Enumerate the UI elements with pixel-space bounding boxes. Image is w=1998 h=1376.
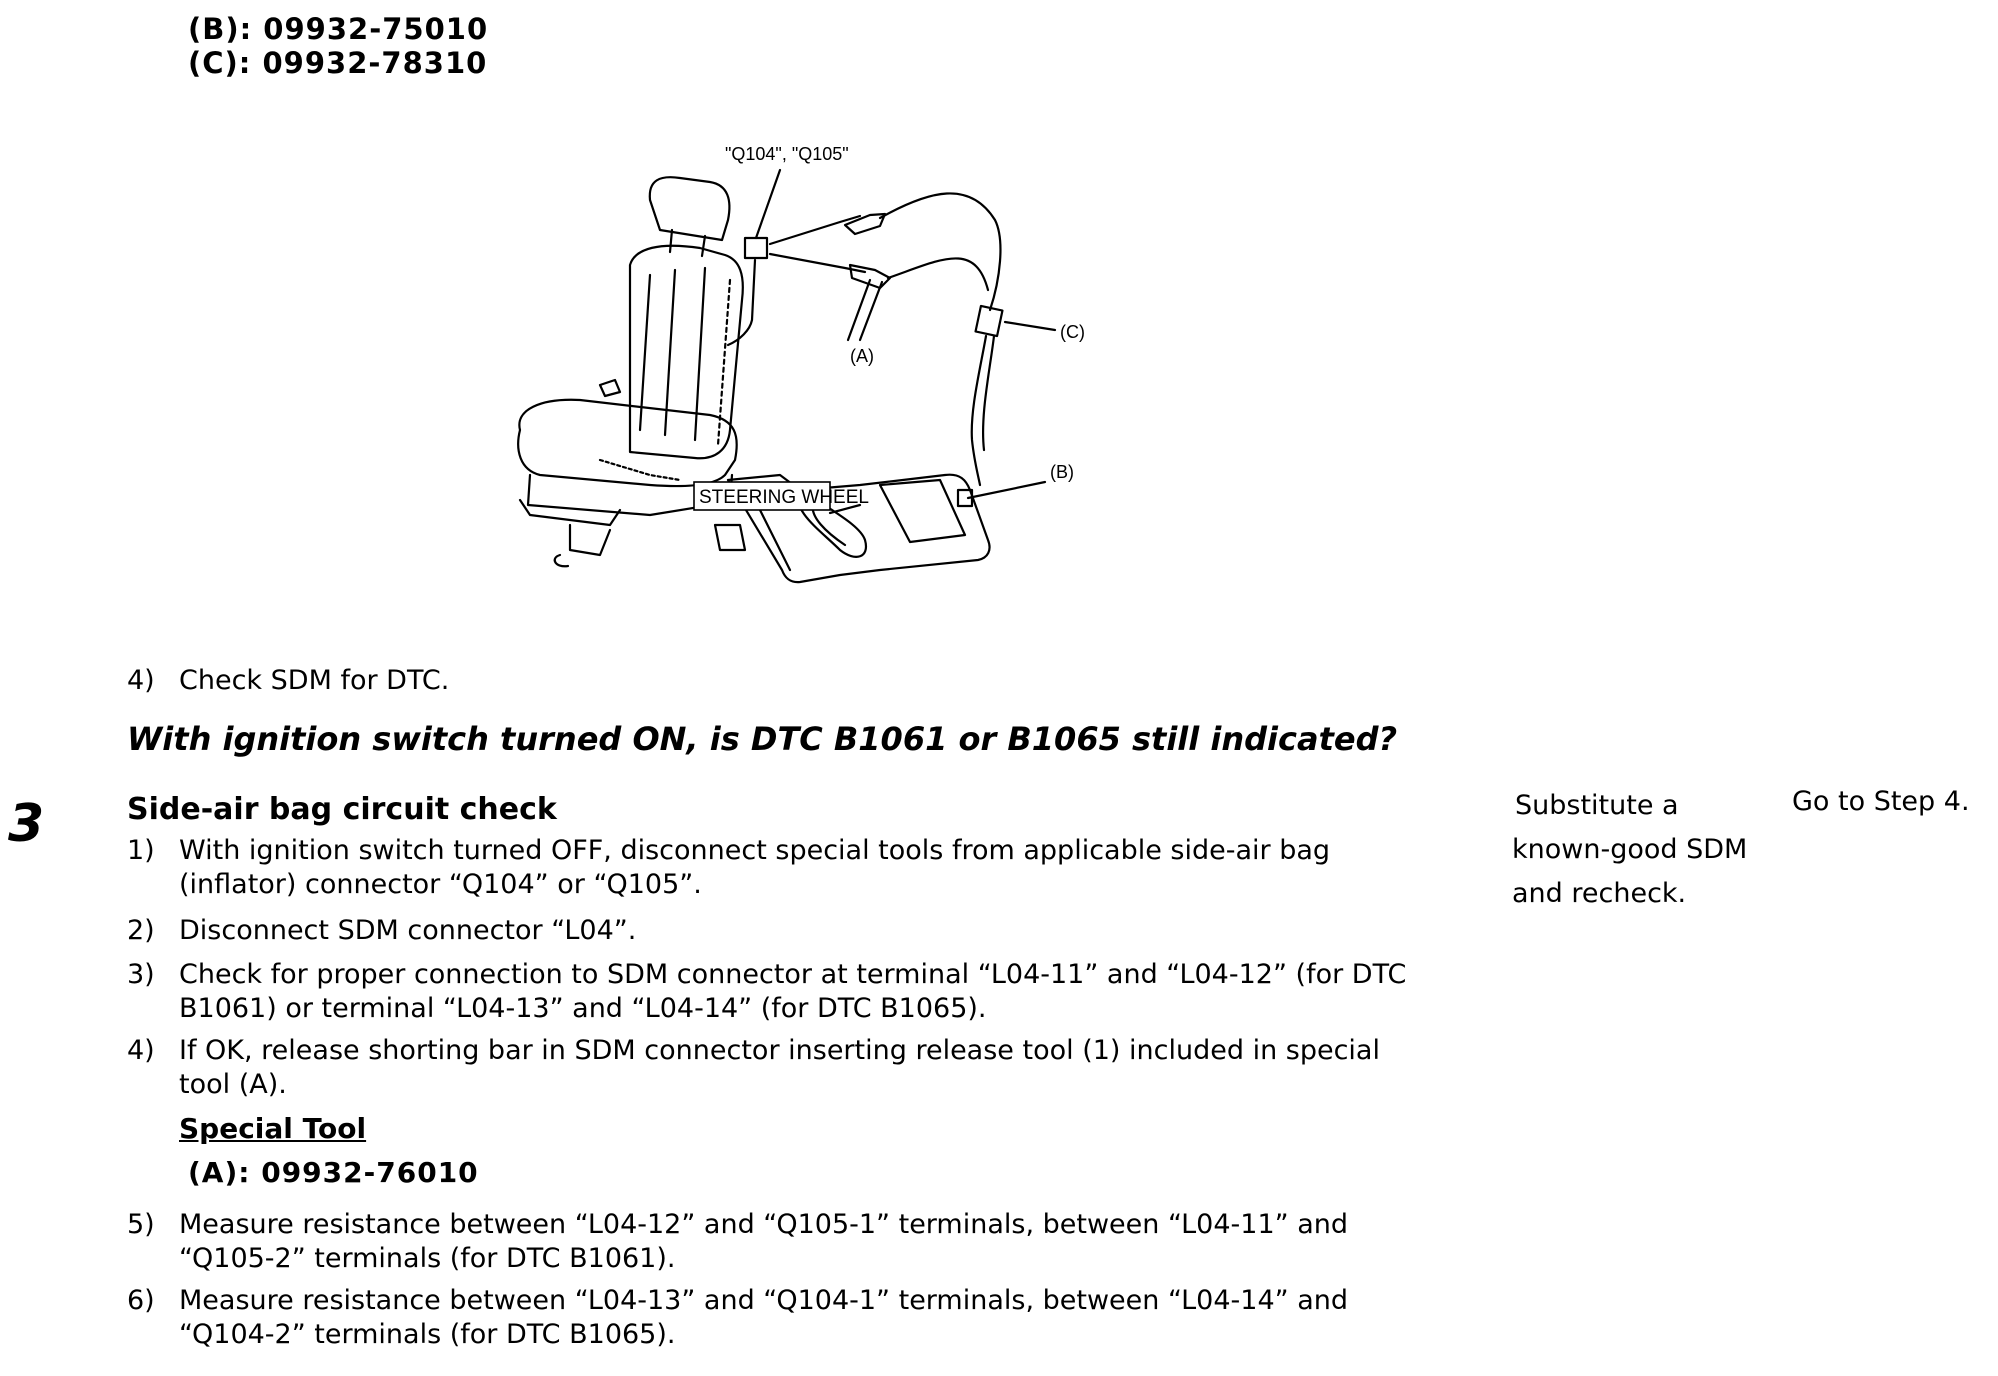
item-text-line: Check for proper connection to SDM conne… xyxy=(179,959,1407,990)
seat-diagram-svg: "Q104", "Q105" (A) (C) (B) STEERING WHEE… xyxy=(517,144,1085,584)
tool-b-case xyxy=(726,473,991,584)
special-tool-label: Special Tool xyxy=(179,1112,367,1145)
yes-action: Substitute a known-good SDM and recheck. xyxy=(1512,784,1747,916)
yes-action-line: Substitute a xyxy=(1515,790,1679,821)
connector-q104-q105 xyxy=(743,236,769,260)
label-connectors: "Q104", "Q105" xyxy=(725,144,849,164)
seat-cushion xyxy=(517,398,738,488)
step3-item-2: 2) Disconnect SDM connector “L04”. xyxy=(127,914,1467,950)
headrest xyxy=(648,176,731,242)
item-text-line: “Q104-2” terminals (for DTC B1065). xyxy=(179,1319,676,1350)
tool-c-box xyxy=(974,304,1004,338)
no-action: Go to Step 4. xyxy=(1792,786,1970,817)
cable-to-b xyxy=(970,334,988,487)
item-text-line: Measure resistance between “L04-12” and … xyxy=(179,1209,1348,1240)
item-number: 6) xyxy=(127,1285,155,1316)
item-text-line: “Q105-2” terminals (for DTC B1061). xyxy=(179,1243,676,1274)
prev-step-item-4: 4) Check SDM for DTC. xyxy=(127,664,1127,700)
yes-action-line: and recheck. xyxy=(1512,878,1687,909)
step-title: Side-air bag circuit check xyxy=(127,792,557,827)
label-a: (A) xyxy=(850,346,874,366)
step-number: 3 xyxy=(8,794,45,854)
step3-item-4: 4) If OK, release shorting bar in SDM co… xyxy=(127,1034,1467,1104)
item-text-line: With ignition switch turned OFF, disconn… xyxy=(179,835,1331,866)
item-number: 4) xyxy=(127,1035,155,1066)
item-number: 3) xyxy=(127,959,155,990)
item-text-line: If OK, release shorting bar in SDM conne… xyxy=(179,1035,1380,1066)
label-c: (C) xyxy=(1060,322,1085,342)
yes-action-line: known-good SDM xyxy=(1512,834,1748,865)
item-text-line: tool (A). xyxy=(179,1069,287,1100)
item-number: 2) xyxy=(127,915,155,946)
label-steering-wheel: STEERING WHEEL xyxy=(699,487,869,508)
special-tool-code-a: (A): 09932-76010 xyxy=(188,1156,479,1189)
step-question: With ignition switch turned ON, is DTC B… xyxy=(127,720,1398,758)
tool-code-c: (C): 09932-78310 xyxy=(188,46,488,80)
item-text: Check SDM for DTC. xyxy=(179,665,450,696)
probe-lead-lower xyxy=(768,252,867,274)
item-number: 4) xyxy=(127,665,155,696)
tool-code-b: (B): 09932-75010 xyxy=(188,12,489,46)
item-text-line: (inflator) connector “Q104” or “Q105”. xyxy=(179,869,702,900)
step3-item-3: 3) Check for proper connection to SDM co… xyxy=(127,958,1467,1028)
seat-test-illustration: "Q104", "Q105" (A) (C) (B) STEERING WHEE… xyxy=(500,130,1150,590)
step3-item-1: 1) With ignition switch turned OFF, disc… xyxy=(127,834,1467,904)
seat-back xyxy=(628,244,744,460)
cable-to-c xyxy=(878,192,1002,312)
step3-item-6: 6) Measure resistance between “L04-13” a… xyxy=(127,1284,1467,1354)
item-text-line: Measure resistance between “L04-13” and … xyxy=(179,1285,1348,1316)
probe-lead-upper xyxy=(768,214,862,246)
item-number: 5) xyxy=(127,1209,155,1240)
item-text-line: B1061) or terminal “L04-13” and “L04-14”… xyxy=(179,993,987,1024)
step3-item-5: 5) Measure resistance between “L04-12” a… xyxy=(127,1208,1467,1278)
item-number: 1) xyxy=(127,835,155,866)
label-b: (B) xyxy=(1050,462,1074,482)
side-airbag-wire xyxy=(726,258,757,347)
item-text-line: Disconnect SDM connector “L04”. xyxy=(179,915,637,946)
